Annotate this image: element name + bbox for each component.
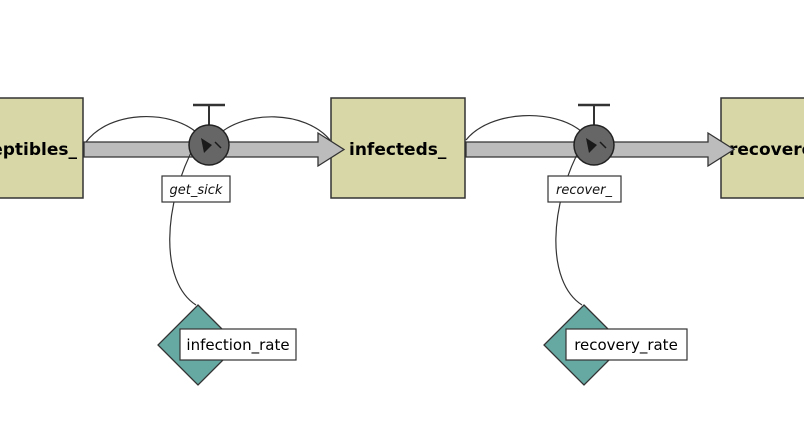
valve-icon xyxy=(573,103,615,166)
valve-recover[interactable] xyxy=(573,103,615,166)
connector-recovery-rate-to-recover xyxy=(555,142,584,306)
valve-get-sick[interactable] xyxy=(188,103,230,166)
connector-infecteds-to-get-sick xyxy=(217,116,331,141)
connector-infection-rate-to-get-sick xyxy=(169,142,197,306)
connector-infecteds-to-recover xyxy=(465,115,583,141)
parameter-recovery-rate[interactable]: recovery_rate xyxy=(543,304,688,386)
recovery-rate-text: recovery_rate xyxy=(574,336,678,355)
stock-susceptibles[interactable]: eptibles_ xyxy=(0,97,84,199)
stock-infecteds-label: infecteds_ xyxy=(349,140,447,160)
parameter-infection-rate[interactable]: infection_rate xyxy=(157,304,297,386)
infection-rate-text: infection_rate xyxy=(186,336,289,355)
stock-infecteds[interactable]: infecteds_ xyxy=(330,97,466,199)
connector-susceptibles-to-get-sick xyxy=(85,116,197,143)
stock-recovereds-label: recovere xyxy=(729,140,804,160)
stock-recovereds[interactable]: recovere xyxy=(720,97,804,199)
flow-recover-text: recover_ xyxy=(556,183,612,198)
flow-label-recover[interactable]: recover_ xyxy=(547,175,622,203)
flow-label-get-sick[interactable]: get_sick xyxy=(161,175,231,203)
stock-susceptibles-label: eptibles_ xyxy=(0,140,78,160)
flow-get-sick-text: get_sick xyxy=(170,183,223,198)
valve-icon xyxy=(188,103,230,166)
